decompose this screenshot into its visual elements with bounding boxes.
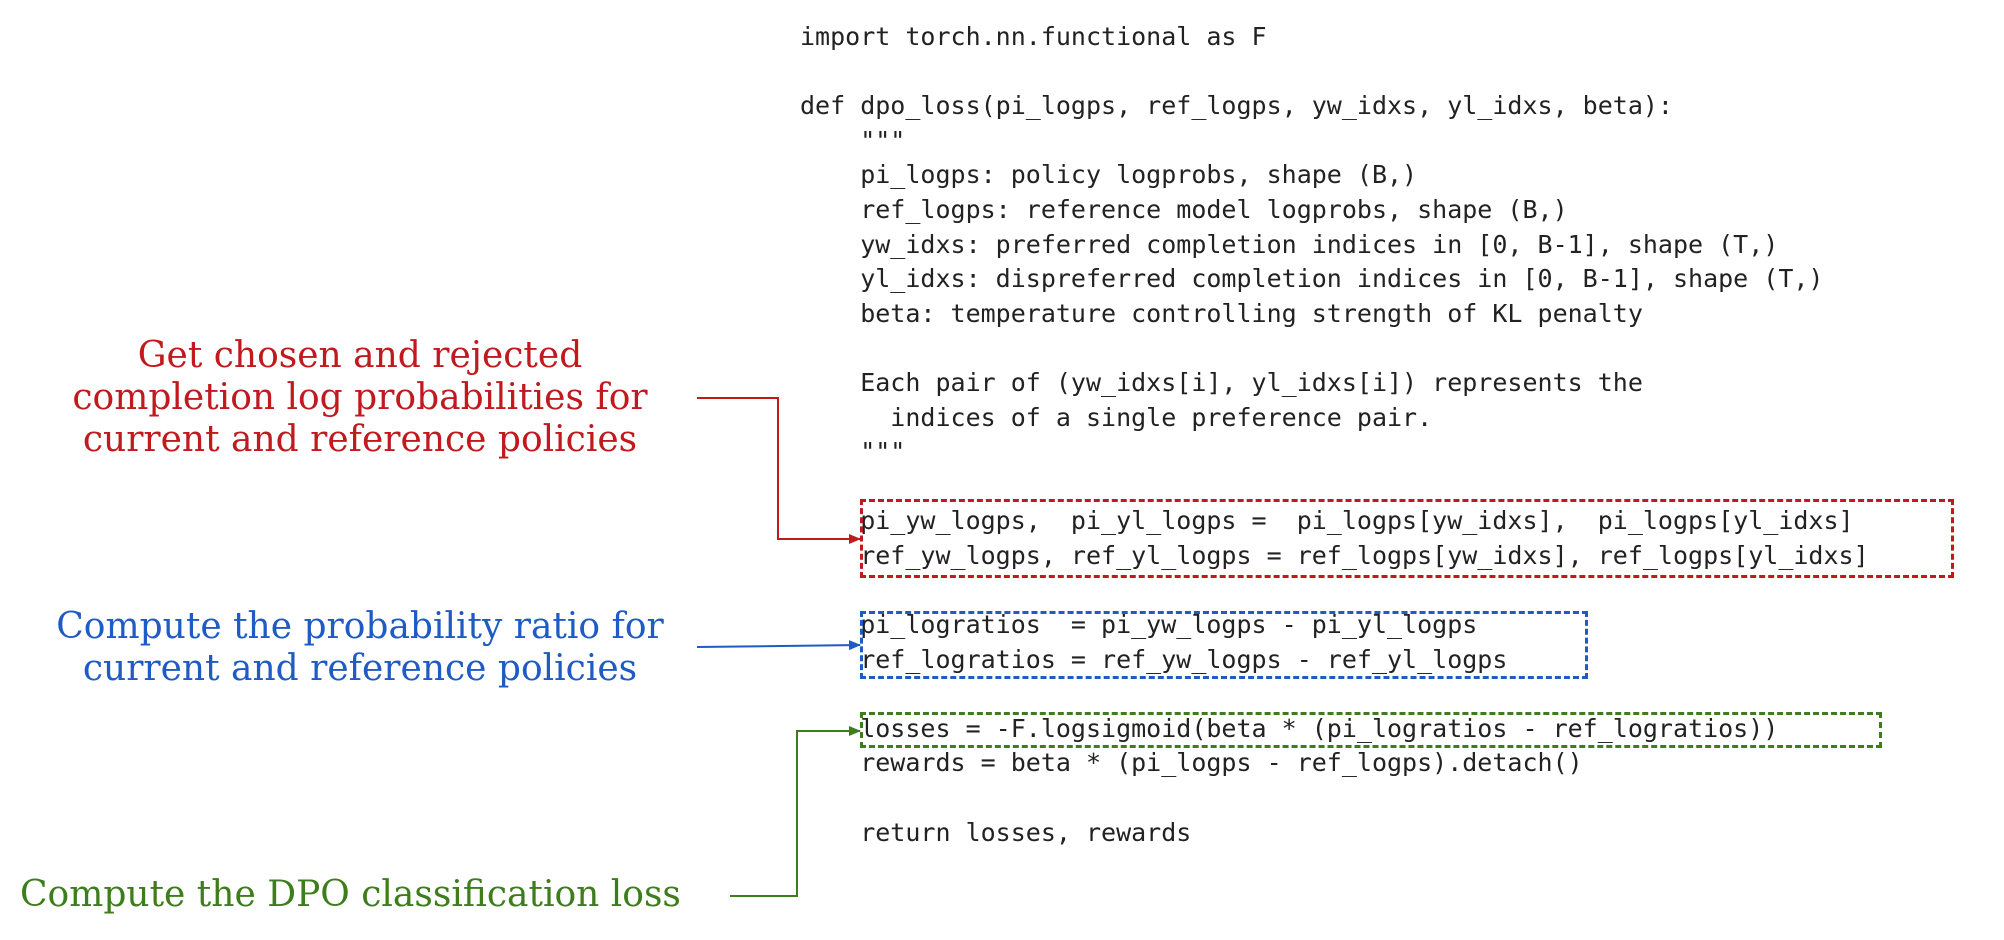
losses-highlight-box [860, 712, 1882, 748]
annotation-line: Get chosen and rejected [137, 335, 583, 376]
logratios-connector-arrow [696, 640, 861, 651]
logps-highlight-box [860, 499, 1954, 578]
annotation-logps: Get chosen and rejected completion log p… [40, 335, 680, 461]
code-line: losses = -F.logsigmoid(beta * (pi_lograt… [800, 713, 1779, 743]
annotation-loss: Compute the DPO classification loss [20, 874, 700, 916]
code-line: pi_yw_logps, pi_yl_logps = pi_logps[yw_i… [800, 506, 1854, 536]
code-line: ref_yw_logps, ref_yl_logps = ref_logps[y… [800, 540, 1869, 570]
annotation-line: current and reference policies [82, 648, 638, 689]
annotation-logratios: Compute the probability ratio for curren… [40, 606, 680, 690]
code-line: ref_logps: reference model logprobs, sha… [800, 194, 1568, 224]
annotation-line: Compute the probability ratio for [56, 606, 664, 647]
logps-connector-arrow [697, 397, 861, 544]
code-line: """ [800, 125, 906, 155]
code-line: import torch.nn.functional as F [800, 22, 1267, 51]
code-line: pi_logps: policy logprobs, shape (B,) [800, 160, 1418, 190]
logratios-highlight-box [860, 611, 1588, 679]
code-line: """ [800, 437, 906, 467]
code-line: Each pair of (yw_idxs[i], yl_idxs[i]) re… [800, 367, 1643, 397]
loss-connector-arrow [730, 726, 861, 897]
code-line: ref_logratios = ref_yw_logps - ref_yl_lo… [800, 644, 1508, 674]
code-line: indices of a single preference pair. [800, 402, 1433, 432]
code-line: beta: temperature controlling strength o… [800, 298, 1643, 328]
code-line: return losses, rewards [800, 817, 1192, 847]
code-block: import torch.nn.functional as F def dpo_l… [800, 20, 1869, 850]
annotation-line: completion log probabilities for [72, 377, 648, 418]
annotation-line: current and reference policies [82, 419, 638, 460]
code-line: rewards = beta * (pi_logps - ref_logps).… [800, 748, 1583, 778]
annotation-line: Compute the DPO classification loss [20, 874, 681, 915]
code-line: def dpo_loss(pi_logps, ref_logps, yw_idx… [800, 91, 1673, 121]
code-line: yl_idxs: dispreferred completion indices… [800, 264, 1824, 294]
code-line: yw_idxs: preferred completion indices in… [800, 229, 1779, 259]
code-line: pi_logratios = pi_yw_logps - pi_yl_logps [800, 610, 1478, 640]
